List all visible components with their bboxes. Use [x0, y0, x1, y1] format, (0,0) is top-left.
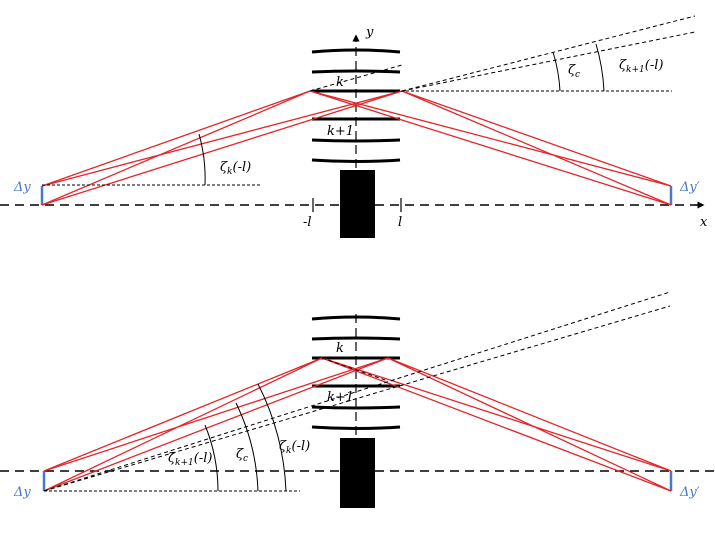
- top-angle-arc-c: [552, 51, 561, 92]
- top-ray-extension-3: [309, 64, 403, 92]
- bottom-panel: k k+1 Δy Δy′ ζk+1(-l) ζc ζk(-l): [0, 291, 715, 508]
- ray: [43, 357, 389, 492]
- bottom-ray-extension-3: [321, 357, 389, 382]
- top-rays: [41, 90, 672, 206]
- ray: [387, 357, 672, 472]
- bottom-ray-extension-1: [43, 291, 671, 492]
- top-y-axis-label: y: [365, 25, 374, 40]
- bottom-rays: [43, 357, 672, 492]
- top-beam-stop: [340, 170, 375, 238]
- bottom-image-label: Δy′: [679, 485, 700, 500]
- bottom-source-label: Δy: [13, 485, 31, 500]
- bottom-angle-arc-k1: [204, 424, 219, 492]
- bottom-crystal-k1-label: k+1: [327, 390, 354, 405]
- top-angle-k-label: ζk(-l): [220, 160, 251, 177]
- bottom-angle-arc-k: [257, 383, 287, 492]
- top-angle-arc-k1: [595, 43, 605, 92]
- bottom-angle-k-label: ζk(-l): [279, 439, 310, 456]
- ray: [321, 357, 672, 472]
- ray: [41, 90, 311, 187]
- top-crystal-k1-label: k+1: [327, 124, 354, 139]
- ray: [401, 90, 672, 206]
- ray: [401, 90, 672, 187]
- bottom-angle-arc-c: [235, 402, 259, 492]
- top-image-label: Δy′: [679, 180, 700, 195]
- ray: [41, 90, 311, 206]
- top-crystal-plate-1: [311, 48, 401, 54]
- ray: [321, 357, 672, 492]
- bottom-crystal-plate-6: [311, 425, 401, 430]
- top-crystal-plate-5: [311, 138, 401, 143]
- top-crystal-plate-6: [311, 158, 401, 163]
- top-angle-arc-k: [198, 133, 206, 186]
- top-angle-k1-label: ζk+1(-l): [619, 58, 663, 75]
- bottom-beam-stop: [340, 438, 375, 508]
- top-panel: y x k k+1 -l l Δy Δy′ ζk(-l) ζc ζk+1(-l): [0, 15, 708, 238]
- top-ray-extension-2: [401, 31, 696, 92]
- ray: [41, 90, 403, 187]
- top-angle-c-label: ζc: [568, 63, 580, 80]
- bottom-crystal-plate-1: [311, 315, 401, 321]
- bottom-crystal-plate-2: [311, 336, 401, 341]
- top-x-axis-label: x: [700, 215, 708, 230]
- top-crystal-plate-2: [311, 69, 401, 74]
- ray: [41, 90, 403, 206]
- top-tick-neg-label: -l: [303, 215, 312, 230]
- top-tick-pos-label: l: [398, 215, 402, 230]
- ray: [309, 90, 672, 206]
- ray: [387, 357, 672, 492]
- ray: [309, 90, 672, 187]
- bottom-crystal-k-label: k: [336, 341, 344, 356]
- top-source-label: Δy: [13, 180, 31, 195]
- top-ray-extension-1: [401, 15, 696, 92]
- ray: [43, 357, 323, 472]
- bottom-angle-k1-label: ζk+1(-l): [168, 451, 212, 468]
- ray: [43, 357, 323, 492]
- ray: [43, 357, 389, 472]
- bottom-ray-extension-2: [43, 305, 671, 492]
- bottom-crystal-plate-5: [311, 405, 401, 410]
- top-crystal-k-label: k: [336, 75, 344, 90]
- bottom-angle-c-label: ζc: [236, 447, 248, 464]
